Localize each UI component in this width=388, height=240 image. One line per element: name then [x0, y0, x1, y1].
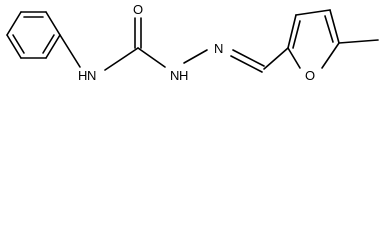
bond: [324, 15, 334, 43]
furan-ring: [287, 9, 340, 69]
structure-canvas: O N H N H N O: [0, 0, 388, 104]
bond: [104, 47, 139, 71]
bond: [42, 34, 55, 54]
bond: [295, 9, 331, 16]
atom-label-hydrogen-right: H: [179, 68, 188, 83]
bond: [137, 47, 166, 68]
atom-label-nitrogen-left: N: [87, 68, 96, 83]
bond: [329, 9, 340, 44]
atom-label-oxygen-furan: O: [305, 68, 315, 83]
bond: [287, 14, 297, 49]
bond: [292, 20, 301, 49]
bond: [59, 34, 81, 68]
bond: [45, 11, 61, 36]
atom-label-nitrogen-imine: N: [214, 41, 223, 56]
bond: [6, 11, 22, 36]
phenyl-ring: [6, 11, 61, 59]
bond: [287, 47, 301, 69]
bond: [45, 34, 61, 59]
bond: [183, 49, 208, 64]
molecule-structure: O N H N H N O: [6, 2, 379, 83]
atom-label-hydrogen-left: H: [78, 68, 87, 83]
bond: [6, 34, 22, 59]
bond: [263, 47, 289, 70]
bond: [12, 34, 25, 54]
bond: [338, 39, 379, 44]
atom-label-oxygen-carbonyl: O: [133, 2, 143, 17]
bond: [321, 42, 340, 69]
bond: [232, 49, 265, 67]
bond: [230, 55, 263, 73]
atom-label-nitrogen-right: N: [170, 68, 179, 83]
